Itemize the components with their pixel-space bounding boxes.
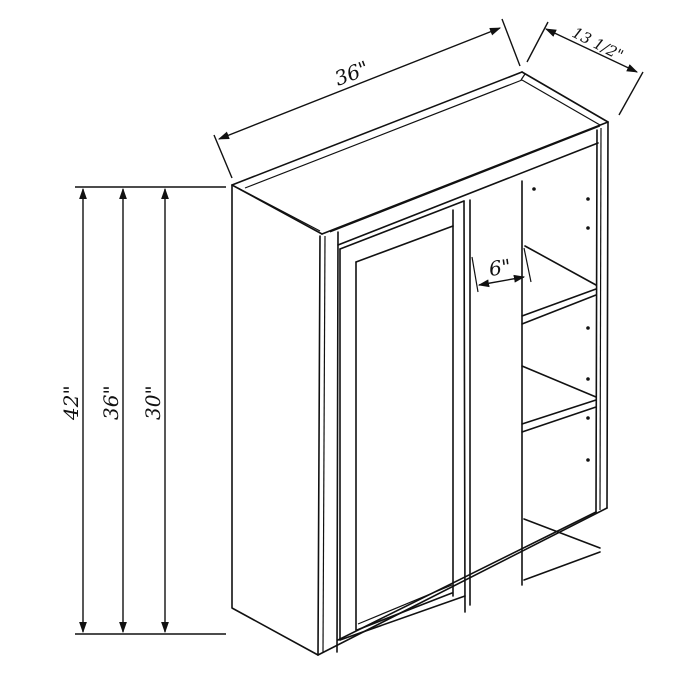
- blind-offset-dimension: 6": [471, 247, 532, 293]
- height-label-36: 36": [99, 385, 123, 420]
- shelf-pin-holes: [532, 187, 590, 462]
- height-label-42: 42": [59, 385, 83, 421]
- depth-dimension: 13 1/2": [526, 21, 644, 116]
- cabinet-top: [231, 71, 609, 235]
- cabinet-interior: [521, 245, 601, 581]
- width-label: 36": [331, 56, 372, 91]
- cabinet-left-side: [231, 184, 323, 656]
- cabinet-door[interactable]: [339, 200, 466, 641]
- height-label-30: 30": [141, 385, 165, 420]
- blind-offset-label: 6": [487, 254, 512, 281]
- height-dimensions: 42" 36" 30": [59, 186, 226, 635]
- blind-panel: [469, 180, 523, 606]
